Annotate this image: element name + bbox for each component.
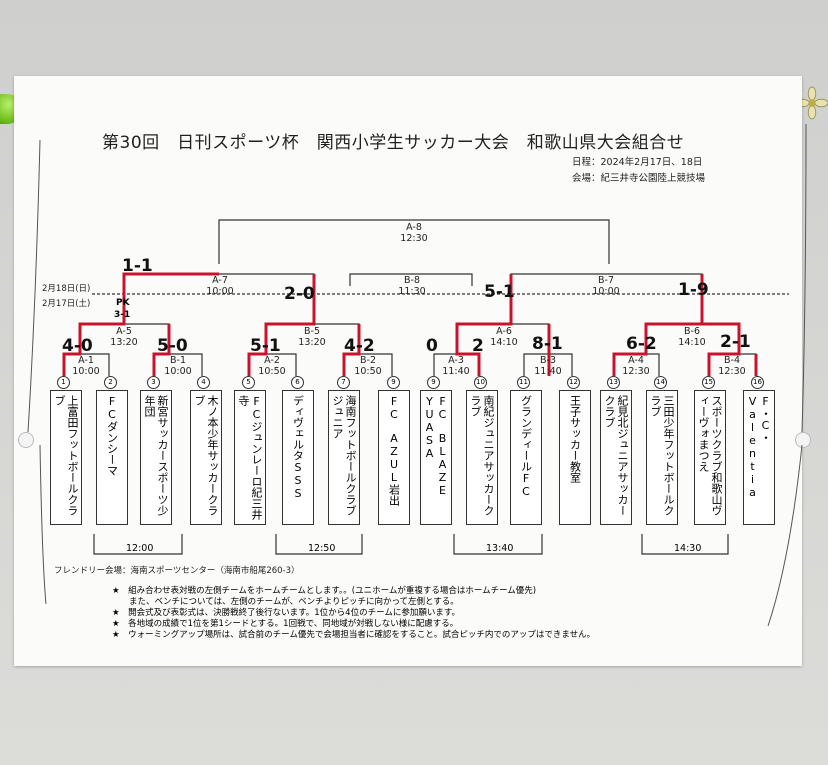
note-line: ★ 開会式及び表彰式は、決勝戦終了後行ないます。1位から4位のチームに参加願いま… [112,608,460,618]
score-b6-winner: 1-9 [678,280,709,300]
team-number: 14 [654,376,667,389]
team-box: FC AZUL岩出 [378,390,410,525]
score-a6-winner: 5-1 [484,282,515,302]
team-box: 王子サッカー教室 [559,390,591,525]
team-number: 12 [567,376,580,389]
team-box: FC BLAZE YUASA [420,390,452,525]
team-box: 上富田フットボールクラブ [50,390,82,525]
schedule-date: 日程：2024年2月17日、18日 [572,157,703,168]
team-box: 海南フットボールクラブジュニア [328,390,360,525]
team-number: 9 [387,376,400,389]
score-a1: 4-0 [62,336,93,356]
friendly-venue: フレンドリー会場：海南スポーツセンター（海南市船尾260-3） [54,566,300,576]
team-box: 木ノ本少年サッカークラブ [190,390,222,525]
team-box: FCジュンレーロ紀三井寺 [234,390,266,525]
team-box: 南紀ジュニアサッカークラブ [466,390,498,525]
team-number: 9 [427,376,440,389]
pk-label: PK [116,298,130,308]
team-number: 10 [474,376,487,389]
score-b2: 4-2 [344,336,375,356]
group-time: 12:50 [308,543,336,554]
team-box: FCダンシーマ [96,390,128,525]
team-number: 13 [607,376,620,389]
score-a7: 1-1 [122,256,153,276]
score-b5-winner: 2-0 [284,284,315,304]
flower-magnet-icon [795,86,828,120]
note-line: ★ 各地域の成績で1位を第1シードとする。1回戦で、同地域が対戦しない様に配慮す… [112,619,459,629]
bracket-lines [62,219,789,555]
team-box: スポーツクラブ和歌山ヴィーヴォまつえ [694,390,726,525]
team-number: 4 [197,376,210,389]
score-a4: 6-2 [626,334,657,354]
group-time: 12:00 [126,543,154,554]
team-number: 11 [517,376,530,389]
team-number: 6 [291,376,304,389]
day1-label: 2月17日(土) [42,299,91,309]
team-box: グランディールFC [510,390,542,525]
pk-score: 3-1 [114,310,131,320]
score-b4: 2-1 [720,332,751,352]
page-title: 第30回 日刊スポーツ杯 関西小学生サッカー大会 和歌山県大会組合せ [102,133,685,153]
score-b1: 5-0 [157,336,188,356]
team-number: 5 [242,376,255,389]
team-box: 三田少年フットボールクラブ [646,390,678,525]
team-number: 7 [337,376,350,389]
team-number: 16 [751,376,764,389]
venue-line: 会場：紀三井寺公園陸上競技場 [572,173,706,184]
note-line: ★ 組み合わせ表対戦の左側チームをホームチームとします。。(ユニホームが重複する… [112,586,537,596]
score-a3-left: 0 [426,336,438,356]
score-a2: 5-1 [250,336,281,356]
team-box: ディヴェルタSSS [282,390,314,525]
score-a3-right: 2 [472,336,484,356]
team-number: 1 [57,376,70,389]
group-time: 14:30 [674,543,702,554]
pushpin-icon [18,432,34,448]
team-box: 新宮サッカースポーツ少年団 [140,390,172,525]
group-time: 13:40 [486,543,514,554]
team-number: 3 [147,376,160,389]
score-b3: 8-1 [532,334,563,354]
note-line: また、ベンチについては、左側のチームが、ベンチよりピッチに向かって左側とする。 [112,597,459,607]
note-line: ★ ウォーミングアップ場所は、試合前のチーム優先で会場担当者に確認をすること。試… [112,630,596,640]
team-number: 2 [104,376,117,389]
tournament-sheet: 第30回 日刊スポーツ杯 関西小学生サッカー大会 和歌山県大会組合せ 日程：20… [14,76,802,666]
pushpin-icon [795,432,811,448]
team-box: 紀見北ジュニアサッカークラブ [600,390,632,525]
team-number: 15 [702,376,715,389]
team-box: F・C・Valentia [743,390,775,525]
day2-label: 2月18日(日) [42,284,91,294]
